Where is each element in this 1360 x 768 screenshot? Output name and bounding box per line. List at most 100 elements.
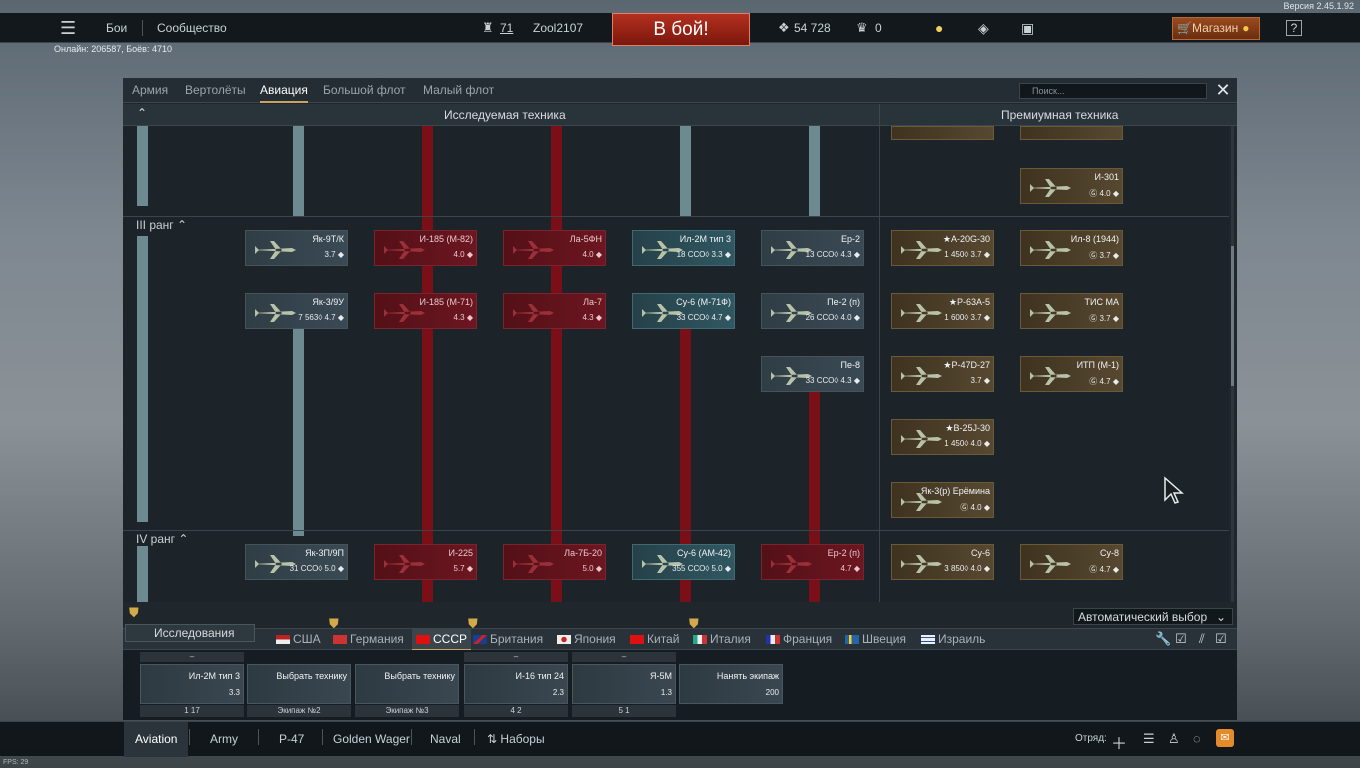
preset-aviation[interactable]: Aviation	[124, 722, 189, 757]
scroll-thumb[interactable]	[1231, 246, 1234, 386]
battle-button[interactable]: В бой!	[612, 13, 750, 46]
preset-naval[interactable]: Naval	[430, 732, 461, 746]
repair-all-icon[interactable]: ⫽	[1199, 631, 1205, 646]
tab-bluewater-fleet[interactable]: Большой флот	[323, 83, 406, 97]
ticket-icon[interactable]: ▣	[1021, 20, 1035, 36]
presets-menu[interactable]: ⇅ Наборы	[487, 722, 545, 757]
research-button[interactable]: Исследования	[125, 624, 255, 642]
vehicle-info: 13 ССО◊ 4.3 ◆	[805, 250, 860, 259]
nation-label: Франция	[783, 632, 833, 646]
bulb-icon[interactable]: ●	[935, 20, 944, 36]
community-menu[interactable]: Сообщество	[157, 21, 227, 35]
add-squad-icon[interactable]: ＋	[1111, 736, 1128, 753]
chevron-up-icon[interactable]: ⌃	[178, 532, 189, 546]
battles-menu[interactable]: Бои	[106, 21, 128, 35]
aircraft-icon	[254, 555, 296, 573]
nation-japan[interactable]: Япония	[557, 629, 616, 651]
nation-britain[interactable]: Британия	[473, 629, 543, 651]
vehicle-card[interactable]: Ил-8 (1944)Ⓖ 3.7 ◆	[1020, 230, 1123, 266]
gold-balance[interactable]: 0	[875, 21, 882, 35]
tab-aviation[interactable]: Авиация	[260, 78, 308, 103]
preset-p47[interactable]: P-47	[279, 732, 305, 746]
preset-golden-wager[interactable]: Golden Wager	[333, 732, 410, 746]
vehicle-card[interactable]: ИТП (М-1)Ⓖ 4.7 ◆	[1020, 356, 1123, 392]
vehicle-card[interactable]: Ер-2 (п)4.7 ◆	[761, 544, 864, 580]
tab-army[interactable]: Армия	[132, 83, 169, 97]
nation-france[interactable]: Франция	[766, 629, 832, 651]
wrench-icon[interactable]: 🔧	[1155, 631, 1172, 646]
shop-button[interactable]: 🛒Магазин●	[1172, 17, 1260, 40]
checkbox-icon[interactable]: ☑	[1215, 631, 1227, 646]
menu-icon[interactable]: ☰	[60, 18, 77, 38]
silver-balance[interactable]: 54 728	[794, 21, 831, 35]
close-icon[interactable]: ✕	[1215, 80, 1231, 100]
nation-italy[interactable]: Италия	[693, 629, 751, 651]
nation-bar: США Германия СССР Британия Япония Китай …	[123, 628, 1237, 651]
nation-ussr[interactable]: СССР	[412, 629, 472, 651]
tab-coastal-fleet[interactable]: Малый флот	[423, 83, 495, 97]
nation-sweden[interactable]: Швеция	[845, 629, 906, 651]
contacts-icon[interactable]: ♙	[1168, 731, 1180, 746]
auto-select-dropdown[interactable]: Автоматический выбор⌄	[1073, 608, 1233, 625]
vehicle-card[interactable]: И-185 (М-82)4.0 ◆	[374, 230, 477, 266]
tab-helicopters[interactable]: Вертолёты	[185, 83, 246, 97]
list-icon[interactable]: ☰	[1143, 731, 1155, 746]
chat-icon[interactable]: ◌	[1193, 731, 1201, 746]
diamond-icon[interactable]: ◈	[978, 20, 989, 36]
vehicle-card-partial[interactable]	[1020, 126, 1123, 140]
chevron-up-icon[interactable]: ⌃	[177, 218, 188, 232]
nation-israel[interactable]: Израиль	[921, 629, 985, 651]
vehicle-card[interactable]: Су-6 (М-71Ф)33 ССО◊ 4.7 ◆	[632, 293, 735, 329]
vehicle-card-partial[interactable]	[891, 126, 994, 140]
tree-connector	[137, 236, 148, 522]
vehicle-card[interactable]: Пе-2 (п)26 ССО◊ 4.0 ◆	[761, 293, 864, 329]
checkbox-icon[interactable]: ☑	[1175, 631, 1187, 646]
tree-scrollbar[interactable]	[1231, 126, 1234, 602]
vehicle-card[interactable]: Су-6 (АМ-42)355 ССО◊ 5.0 ◆	[632, 544, 735, 580]
tree-connector-locked	[551, 126, 562, 602]
nation-china[interactable]: Китай	[630, 629, 679, 651]
vehicle-info: 1 600◊ 3.7 ◆	[944, 313, 990, 322]
player-nick[interactable]: Zool2107	[533, 21, 584, 35]
crew-slot-info: 3.3	[228, 688, 240, 697]
vehicle-info: 5.7 ◆	[453, 564, 474, 573]
mail-icon[interactable]: ✉	[1216, 729, 1234, 747]
vehicle-card[interactable]: И-185 (М-71)4.3 ◆	[374, 293, 477, 329]
collapse-icon[interactable]: ⌃	[137, 106, 148, 120]
nation-label: Италия	[710, 632, 751, 646]
nation-germany[interactable]: Германия	[333, 629, 404, 651]
vehicle-name: Су-6 (АМ-42)	[676, 548, 731, 558]
nation-usa[interactable]: США	[276, 629, 321, 651]
profile-icon[interactable]: ♜	[482, 20, 494, 35]
search-input[interactable]: Поиск...	[1019, 83, 1207, 99]
bottom-bar: Aviation Army P-47 Golden Wager Naval ⇅ …	[0, 721, 1360, 757]
preset-army[interactable]: Army	[210, 732, 238, 746]
help-icon[interactable]: ?	[1286, 20, 1302, 36]
